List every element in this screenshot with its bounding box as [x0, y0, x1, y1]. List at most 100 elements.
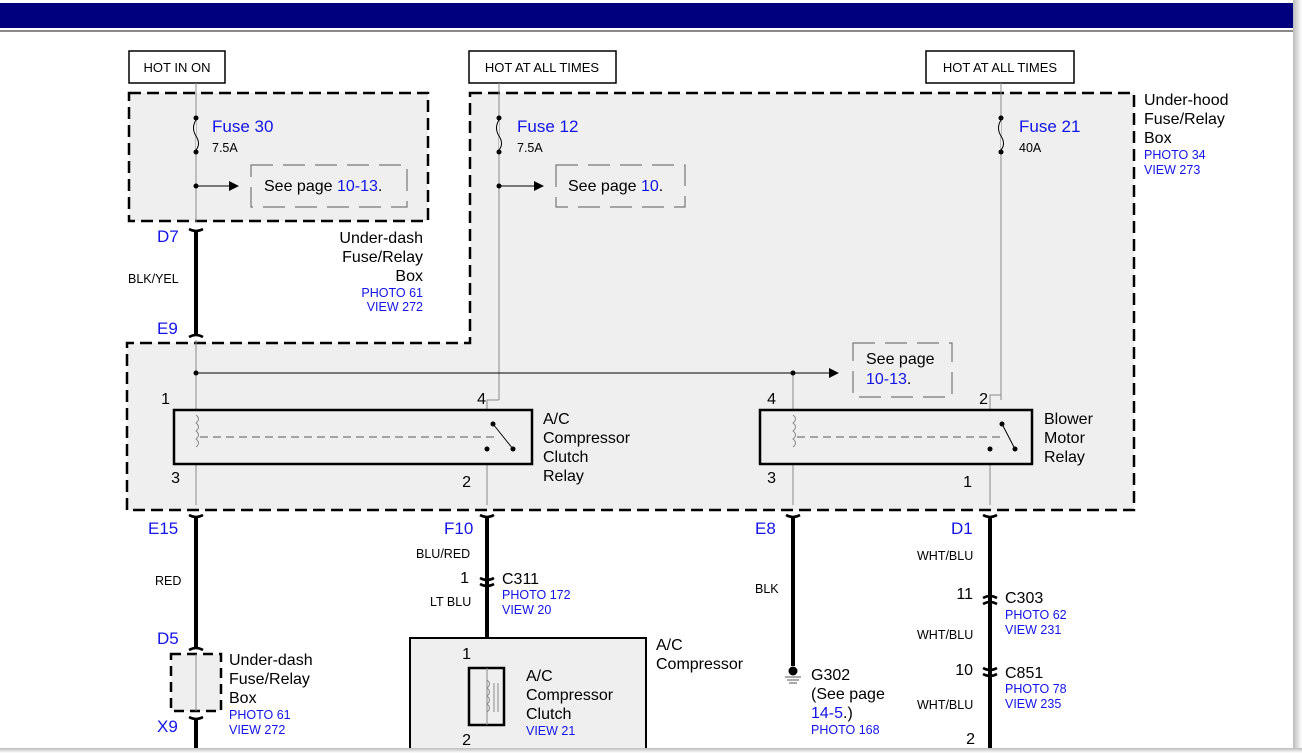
svg-text:Box: Box [229, 690, 257, 707]
svg-text:2: 2 [979, 391, 988, 408]
wire-color: WHT/BLU [917, 698, 973, 712]
svg-text:Compressor: Compressor [543, 430, 631, 447]
fuse-30-rating: 7.5A [212, 141, 238, 155]
terminal-f10: F10 [444, 519, 473, 538]
svg-text:Box: Box [1144, 130, 1172, 147]
svg-text:C311: C311 [502, 571, 539, 588]
wire-color: BLU/RED [416, 547, 470, 561]
svg-text:Fuse/Relay: Fuse/Relay [1144, 111, 1225, 128]
svg-text:A/C: A/C [526, 668, 553, 685]
svg-text:Blower: Blower [1044, 411, 1094, 428]
underdash-box-2-label: Under-dash Fuse/Relay Box PHOTO 61 VIEW … [229, 652, 313, 737]
svg-text:VIEW 272: VIEW 272 [367, 300, 423, 314]
hot-in-on-label: HOT IN ON [128, 50, 226, 84]
svg-text:VIEW 20: VIEW 20 [502, 603, 551, 617]
wire-color: RED [155, 574, 181, 588]
svg-text:VIEW 21: VIEW 21 [526, 724, 575, 738]
svg-text:1: 1 [462, 646, 471, 663]
svg-text:PHOTO 62: PHOTO 62 [1005, 608, 1067, 622]
svg-text:4: 4 [767, 391, 776, 408]
fuse-21-label: Fuse 21 [1019, 117, 1080, 136]
wire-color: WHT/BLU [917, 549, 973, 563]
svg-text:VIEW 235: VIEW 235 [1005, 697, 1061, 711]
svg-text:1: 1 [161, 391, 170, 408]
svg-text:PHOTO 78: PHOTO 78 [1005, 682, 1067, 696]
fuse-30-label: Fuse 30 [212, 117, 273, 136]
see-page-text: See page [866, 351, 935, 368]
hot-at-all-times-label: HOT AT ALL TIMES [925, 50, 1075, 84]
svg-text:Fuse/Relay: Fuse/Relay [229, 671, 310, 688]
svg-text:PHOTO 168: PHOTO 168 [811, 723, 880, 737]
wire-color: WHT/BLU [917, 628, 973, 642]
svg-text:Motor: Motor [1044, 430, 1086, 447]
svg-text:Fuse/Relay: Fuse/Relay [342, 249, 423, 266]
wire-color: BLK/YEL [128, 272, 179, 286]
window-edge [1293, 0, 1302, 753]
svg-text:Under-hood: Under-hood [1144, 92, 1229, 109]
svg-text:PHOTO 172: PHOTO 172 [502, 588, 571, 602]
hot-at-all-times-label: HOT AT ALL TIMES [468, 50, 617, 84]
terminal-e9: E9 [157, 319, 178, 338]
svg-text:Clutch: Clutch [543, 449, 588, 466]
terminal-d1: D1 [951, 519, 973, 538]
svg-text:2: 2 [462, 474, 471, 491]
svg-text:Box: Box [395, 268, 423, 285]
underdash-fuse-box-outline [127, 91, 430, 223]
svg-text:A/C: A/C [543, 411, 570, 428]
svg-text:1: 1 [460, 570, 469, 587]
svg-text:4: 4 [477, 391, 486, 408]
underhood-fuse-box-outline [125, 91, 1136, 512]
terminal-e15: E15 [148, 519, 178, 538]
see-page-link[interactable]: 14-5 [811, 705, 843, 722]
connector-c303: 11 C303 PHOTO 62 VIEW 231 [956, 586, 1066, 637]
svg-text:Under-dash: Under-dash [339, 230, 423, 247]
underhood-box-label: Under-hood Fuse/Relay Box PHOTO 34 VIEW … [1144, 92, 1229, 177]
svg-text:HOT AT ALL TIMES: HOT AT ALL TIMES [943, 60, 1057, 75]
fuse-12-label: Fuse 12 [517, 117, 578, 136]
title-bar [0, 3, 1293, 28]
svg-text:2: 2 [966, 731, 975, 748]
svg-text:A/C: A/C [656, 637, 683, 654]
terminal-e8: E8 [755, 519, 776, 538]
terminal-x9: X9 [157, 717, 178, 736]
fuse-12-rating: 7.5A [517, 141, 543, 155]
see-page-link[interactable]: See page 10. [568, 178, 663, 195]
svg-text:Relay: Relay [1044, 449, 1085, 466]
fuse-21-rating: 40A [1019, 141, 1042, 155]
see-page-link[interactable]: 10-13. [866, 371, 911, 388]
connector-c851: 10 C851 PHOTO 78 VIEW 235 2 [955, 662, 1066, 748]
svg-text:VIEW 231: VIEW 231 [1005, 623, 1061, 637]
svg-text:11: 11 [956, 586, 973, 603]
terminal-d5: D5 [157, 629, 179, 648]
wire-color: BLK [755, 582, 779, 596]
window-edge [0, 748, 1302, 753]
svg-text:HOT AT ALL TIMES: HOT AT ALL TIMES [485, 60, 599, 75]
fuse-12-symbol [496, 115, 502, 155]
fuse-30-symbol [193, 115, 199, 155]
svg-text:10: 10 [955, 662, 973, 679]
svg-text:(See page: (See page [811, 686, 885, 703]
ac-compressor-clutch-relay: 1 4 3 2 A/C Compressor Clutch Relay [161, 391, 631, 491]
svg-text:VIEW 272: VIEW 272 [229, 723, 285, 737]
svg-text:Clutch: Clutch [526, 706, 571, 723]
divider [0, 30, 1293, 32]
ac-compressor: A/C Compressor 1 2 A/C Compressor Clutch… [409, 637, 744, 753]
svg-text:3: 3 [171, 470, 180, 487]
svg-text:3: 3 [767, 470, 776, 487]
svg-text:PHOTO 34: PHOTO 34 [1144, 148, 1206, 162]
svg-text:HOT IN ON: HOT IN ON [144, 60, 211, 75]
svg-text:PHOTO 61: PHOTO 61 [229, 708, 291, 722]
svg-text:G302: G302 [811, 667, 850, 684]
terminal-d7: D7 [157, 227, 179, 246]
ground-g302: G302 (See page 14-5.) PHOTO 168 [785, 666, 885, 737]
blower-motor-relay: 4 2 3 1 Blower Motor Relay [758, 391, 1094, 491]
svg-text:Relay: Relay [543, 468, 584, 485]
svg-text:Under-dash: Under-dash [229, 652, 313, 669]
svg-text:C303: C303 [1005, 590, 1043, 607]
underdash-box-label: Under-dash Fuse/Relay Box PHOTO 61 VIEW … [339, 230, 423, 314]
svg-text:1: 1 [963, 474, 972, 491]
see-page-link[interactable]: See page 10-13. [264, 178, 382, 195]
svg-text:14-5.): 14-5.) [811, 705, 853, 722]
fuse-21-symbol [998, 115, 1004, 155]
